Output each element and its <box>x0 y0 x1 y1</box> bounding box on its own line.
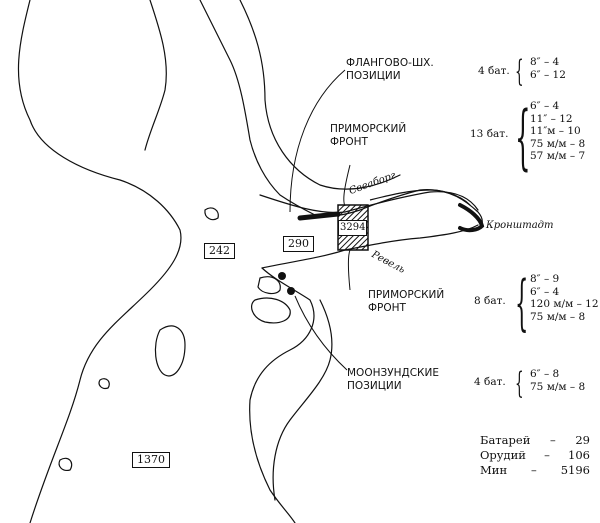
gun-1-2: 6″ – 12 <box>530 68 566 81</box>
brace-1: { <box>515 54 524 89</box>
flank-label-line1: ФЛАНГОВО-ШХ. <box>346 57 434 69</box>
moonsund-line1: МООНЗУНДСКИЕ <box>347 367 439 379</box>
gun-2-3: 11″м – 10 <box>530 125 581 137</box>
saaremaa-island <box>251 297 291 324</box>
battery-group-2-count: 13 бат. <box>470 128 509 140</box>
hiiumaa-island <box>257 276 281 295</box>
battery-group-1-count: 4 бат. <box>478 65 510 77</box>
small-island-1 <box>58 457 73 471</box>
moonsund-marker-2 <box>287 287 295 295</box>
brace-2: { <box>515 96 531 178</box>
coastal-north-leader <box>343 164 351 207</box>
total-mines-label: Мин <box>480 463 508 477</box>
gun-3-2: 6″ – 4 <box>530 285 560 298</box>
brace-4: { <box>515 366 524 401</box>
flank-leader <box>289 69 346 213</box>
west-coastline <box>17 0 182 523</box>
battery-group-4-guns: 6″ – 8 75 м/м – 8 <box>530 368 585 393</box>
small-island-2 <box>98 378 110 390</box>
moonsund-line2: ПОЗИЦИИ <box>347 380 402 392</box>
flank-label-line2: ПОЗИЦИИ <box>346 70 401 82</box>
coastal-north-line2: ФРОНТ <box>330 136 368 148</box>
moonsund-positions-label: МООНЗУНДСКИЕ ПОЗИЦИИ <box>347 367 439 393</box>
gun-2-4: 75 м/м – 8 <box>530 137 586 150</box>
total-guns-label: Орудий <box>480 448 526 462</box>
battery-group-4-count: 4 бат. <box>474 376 506 388</box>
mines-3294-box: 3294 <box>338 220 368 236</box>
gun-2-1: 6″ – 4 <box>530 100 560 112</box>
total-batteries-row: Батарей – 29 <box>480 433 590 448</box>
gun-3-3: 120 м/м – 12 <box>530 298 599 310</box>
gulf-south-shore <box>261 224 479 269</box>
brace-3: { <box>515 268 529 338</box>
gun-3-4: 75 м/м – 8 <box>530 310 586 323</box>
total-mines-value: 5196 <box>560 463 590 477</box>
total-guns-row: Орудий – 106 <box>480 448 590 463</box>
coastal-north-line1: ПРИМОРСКИЙ <box>330 123 407 135</box>
coastal-front-south-label: ПРИМОРСКИЙ ФРОНТ <box>368 289 444 315</box>
finland-south-coast <box>199 0 471 217</box>
north-mine-line <box>297 211 341 221</box>
coastal-south-line1: ПРИМОРСКИЙ <box>368 289 445 301</box>
kronstadt-label: Кронштадт <box>486 220 554 231</box>
gun-4-2: 75 м/м – 8 <box>530 380 586 393</box>
coastal-front-north-label: ПРИМОРСКИЙ ФРОНТ <box>330 123 406 149</box>
mines-242-box: 242 <box>204 243 235 259</box>
moonsund-leader <box>294 295 348 371</box>
mines-290-box: 290 <box>283 236 314 252</box>
total-mines-row: Мин – 5196 <box>480 463 590 478</box>
total-batteries-value: 29 <box>575 433 590 447</box>
total-batteries-label: Батарей <box>480 433 531 447</box>
latvia-coast <box>272 299 333 501</box>
moonsund-marker-1 <box>278 272 286 280</box>
gotland-island <box>154 325 186 377</box>
aland-island <box>204 207 219 221</box>
total-mines-dash: – <box>531 463 537 477</box>
total-guns-dash: – <box>544 448 550 462</box>
battery-group-2-guns: 6″ – 4 11″ – 12 11″м – 10 75 м/м – 8 57 … <box>530 100 585 163</box>
coastal-south-leader <box>348 249 351 291</box>
estonia-west-coast <box>249 267 315 523</box>
total-guns-value: 106 <box>568 448 590 462</box>
kronstadt-bold-line <box>458 203 485 233</box>
flank-positions-label: ФЛАНГОВО-ШХ. ПОЗИЦИИ <box>346 57 434 83</box>
gun-1-1: 8″ – 4 <box>530 56 560 68</box>
battery-group-1-guns: 8″ – 4 6″ – 12 <box>530 56 566 81</box>
gun-2-2: 11″ – 12 <box>530 112 573 125</box>
finland-west-coast <box>144 0 167 151</box>
total-batteries-dash: – <box>549 433 556 447</box>
gun-3-1: 8″ – 9 <box>530 273 560 285</box>
battery-group-3-count: 8 бат. <box>474 295 506 307</box>
coastal-south-line2: ФРОНТ <box>368 302 406 314</box>
bothnia-inner-coast <box>239 0 401 190</box>
battery-group-3-guns: 8″ – 9 6″ – 4 120 м/м – 12 75 м/м – 8 <box>530 273 599 323</box>
gun-2-5: 57 м/м – 7 <box>530 150 586 162</box>
mines-1370-box: 1370 <box>132 452 170 468</box>
gun-4-1: 6″ – 8 <box>530 368 560 380</box>
gulf-north-shore <box>259 191 479 214</box>
totals-block: Батарей – 29 Орудий – 106 Мин – 5196 <box>480 433 590 478</box>
